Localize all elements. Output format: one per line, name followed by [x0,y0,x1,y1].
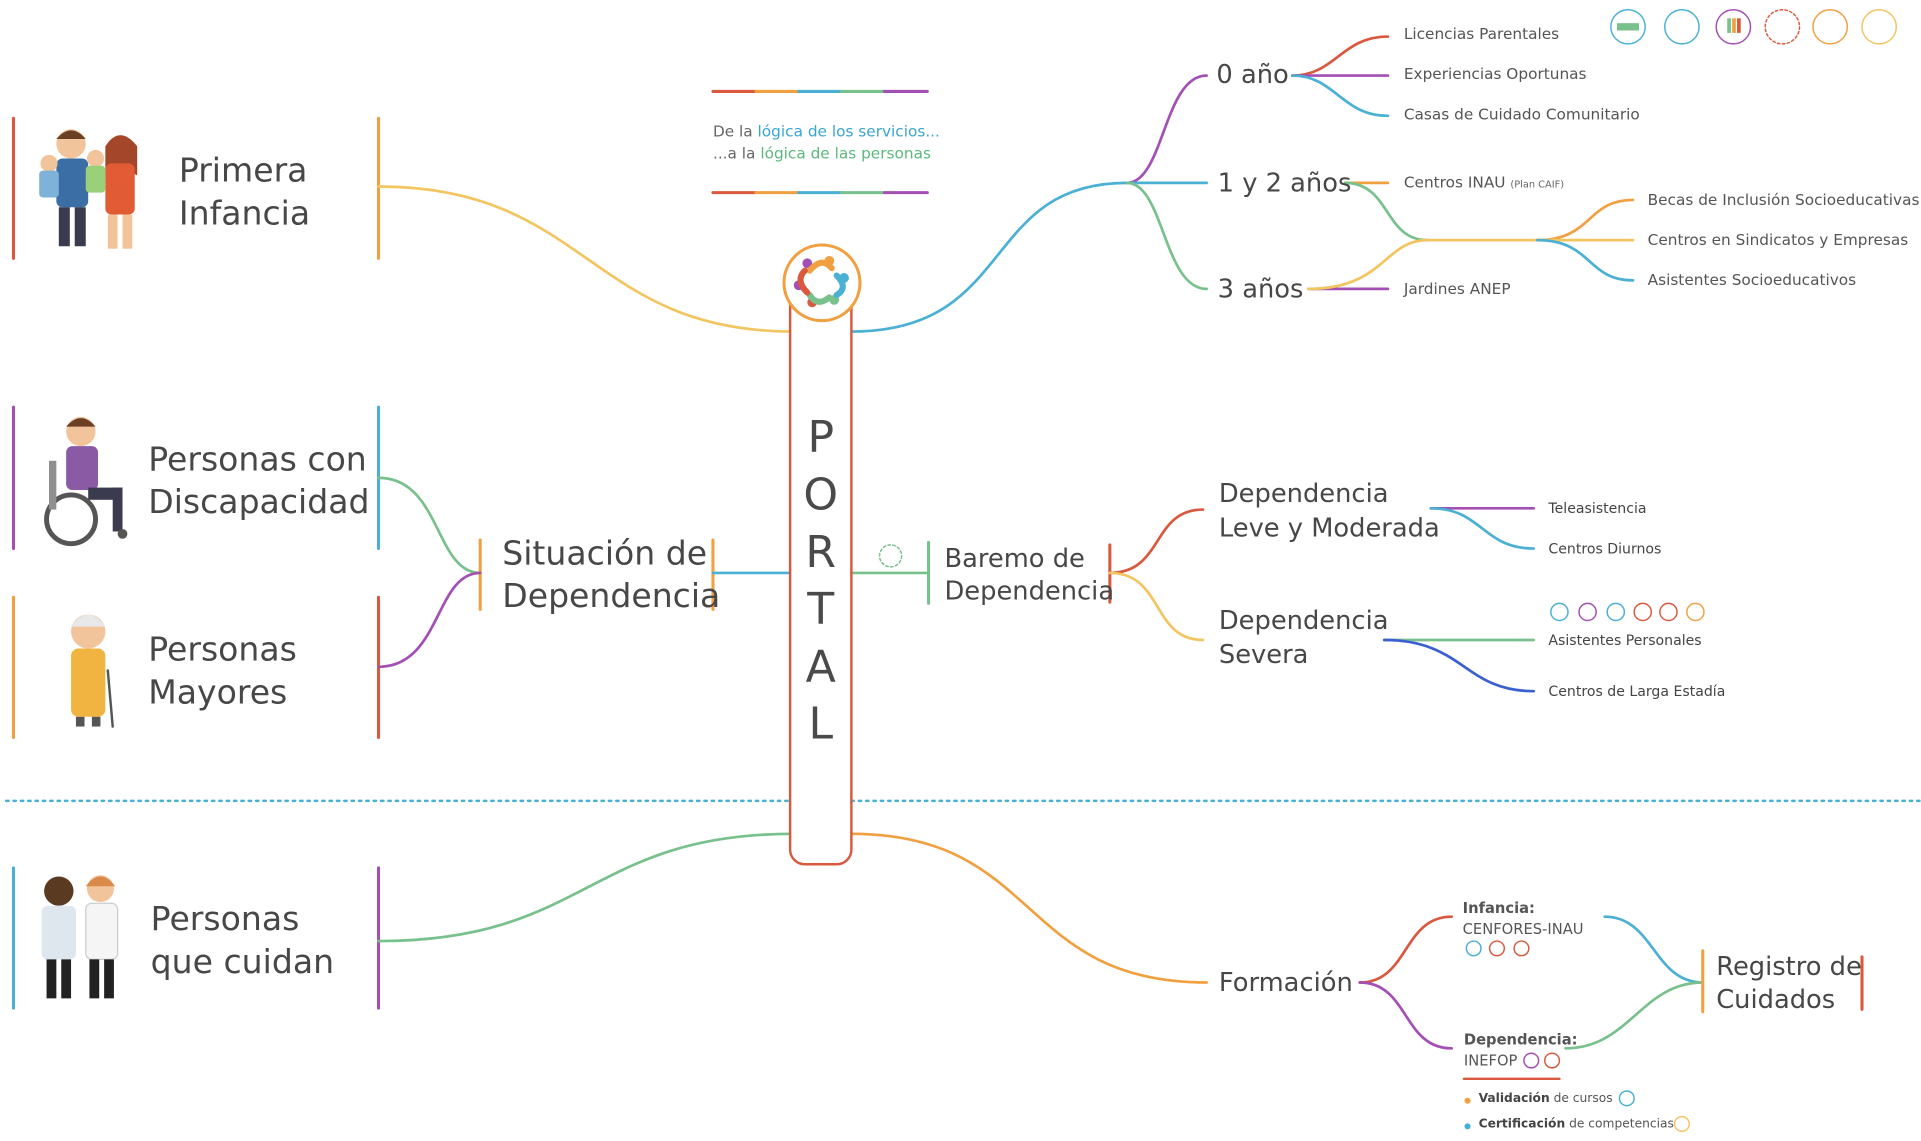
portal-label: P O R T A L [803,413,839,750]
caregivers-illustration [41,875,119,999]
age-0: 0 año [1216,59,1289,89]
service-larga-estadia: Centros de Larga Estadía [1548,682,1726,700]
service-casas: Casas de Cuidado Comunitario [1403,104,1640,124]
portal-logo-icon [793,255,849,308]
family-illustration [39,129,138,249]
wheelchair-person-illustration [44,416,128,547]
service-jardines: Jardines ANEP [1403,279,1511,298]
elderly-person-illustration [71,614,114,728]
formacion-dependencia: Dependencia:INEFOP [1463,1031,1578,1070]
service-sindicatos: Centros en Sindicatos y Empresas [1647,230,1909,249]
service-centros-diurnos: Centros Diurnos [1548,540,1662,558]
service-licencias: Licencias Parentales [1403,24,1560,43]
partner-logos [878,9,1898,1132]
service-asistentes-socio: Asistentes Socioeducativos [1647,270,1857,289]
quote-line-2: ...a la lógica de las personas [712,143,931,163]
service-asistentes-personales: Asistentes Personales [1548,631,1702,649]
legend-certificacion: Certificación de competencias [1478,1117,1674,1132]
service-becas: Becas de Inclusión Socioeducativas [1647,190,1920,209]
age-3: 3 años [1217,274,1304,304]
formacion-infancia: Infancia:CENFORES-INAU [1462,899,1584,938]
age-1-2: 1 y 2 años [1217,168,1352,198]
quote-line-1: De la lógica de los servicios... [712,121,940,141]
service-experiencias: Experiencias Oportunas [1403,64,1587,83]
formacion-title: Formación [1218,967,1353,998]
service-inau: Centros INAU (Plan CAIF) [1403,173,1565,192]
legend-validacion: Validación de cursos [1478,1092,1613,1106]
service-teleasistencia: Teleasistencia [1548,499,1647,517]
